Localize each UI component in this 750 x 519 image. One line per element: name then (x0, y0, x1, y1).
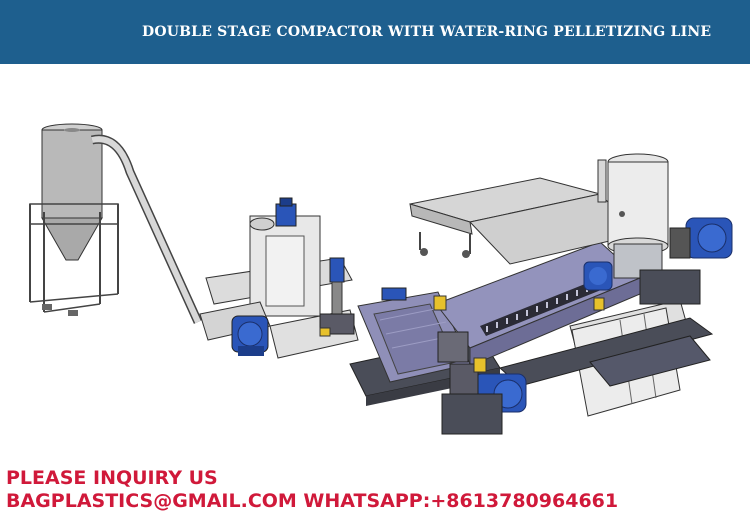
inquiry-heading: PLEASE INQUIRY US (6, 467, 218, 489)
pelletizer-motor (437, 331, 527, 435)
yellow-couplings (319, 295, 605, 373)
feed-conveyor (409, 177, 641, 265)
banner-title: DOUBLE STAGE COMPACTOR WITH WATER-RING P… (142, 24, 712, 40)
contact-line: BAGPLASTICS@GMAIL.COM WHATSAPP:+86137809… (6, 490, 619, 512)
secondary-motor (583, 261, 613, 291)
title-banner: DOUBLE STAGE COMPACTOR WITH WATER-RING P… (0, 0, 750, 64)
storage-silo (29, 123, 119, 316)
compactor-hopper (597, 153, 669, 279)
conveyor-pipe (90, 134, 203, 324)
machine-illustration (29, 123, 733, 435)
main-motor (669, 217, 733, 259)
